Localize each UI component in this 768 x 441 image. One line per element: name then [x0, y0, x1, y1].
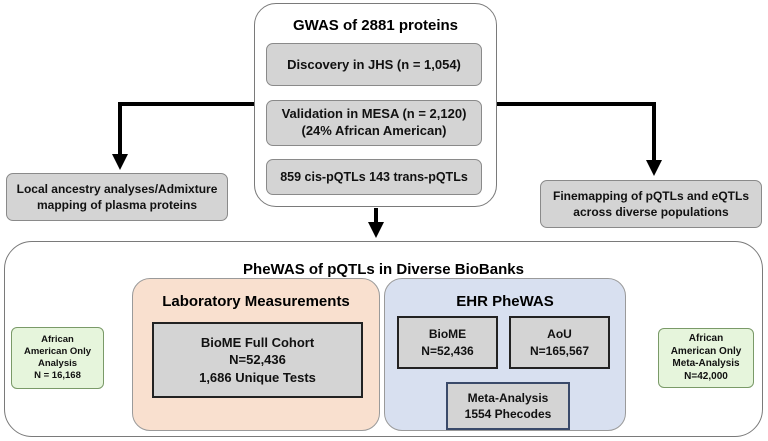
discovery-box: Discovery in JHS (n = 1,054)	[266, 43, 482, 86]
aa-analysis-line1: African	[41, 334, 74, 346]
validation-box: Validation in MESA (n = 2,120) (24% Afri…	[266, 100, 482, 146]
lab-line3: 1,686 Unique Tests	[199, 369, 316, 385]
gwas-title: GWAS of 2881 proteins	[292, 16, 459, 34]
meta-analysis-box: Meta-Analysis 1554 Phecodes	[446, 382, 570, 430]
biome-box: BioME N=52,436	[397, 316, 498, 369]
local-ancestry-line2: mapping of plasma proteins	[36, 198, 198, 212]
aa-analysis-line3: Analysis	[37, 358, 78, 369]
meta-line1: Meta-Analysis	[467, 390, 549, 405]
lab-line1: BioME Full Cohort	[200, 334, 315, 350]
biome-line1: BioME	[428, 327, 467, 342]
finemapping-line2: across diverse populations	[573, 205, 729, 219]
local-ancestry-line1: Local ancestry analyses/Admixture	[16, 181, 218, 196]
aa-only-analysis-box: African American Only Analysis N = 16,16…	[11, 327, 104, 389]
finemapping-line1: Finemapping of pQTLs and eQTLs	[552, 188, 749, 203]
biome-full-cohort-box: BioME Full Cohort N=52,436 1,686 Unique …	[152, 322, 363, 398]
biome-line2: N=52,436	[421, 343, 474, 358]
validation-line1: Validation in MESA (n = 2,120)	[281, 106, 467, 122]
aou-line1: AoU	[547, 327, 572, 342]
aa-meta-line2: American Only	[670, 345, 742, 357]
aa-only-meta-box: African American Only Meta-Analysis N=42…	[658, 328, 754, 388]
lab-title: Laboratory Measurements	[162, 292, 350, 310]
meta-line2: 1554 Phecodes	[464, 407, 552, 421]
pqtls-box: 859 cis-pQTLs 143 trans-pQTLs	[266, 159, 482, 195]
aa-meta-line3: Meta-Analysis	[672, 358, 740, 369]
local-ancestry-box: Local ancestry analyses/Admixture mappin…	[6, 173, 228, 221]
aa-meta-line4: N=42,000	[684, 370, 728, 382]
aou-box: AoU N=165,567	[509, 316, 610, 369]
phewas-panel: PheWAS of pQTLs in Diverse BioBanks	[4, 241, 763, 437]
finemapping-box: Finemapping of pQTLs and eQTLs across di…	[540, 180, 762, 228]
arrow-to-local-ancestry	[112, 102, 254, 170]
aou-line2: N=165,567	[529, 343, 590, 358]
aa-meta-line1: African	[688, 333, 724, 344]
validation-line2: (24% African American)	[301, 123, 447, 138]
ehr-title: EHR PheWAS	[456, 292, 554, 310]
arrow-to-finemapping	[495, 102, 662, 176]
phewas-title: PheWAS of pQTLs in Diverse BioBanks	[243, 260, 524, 278]
aa-analysis-line4: N = 16,168	[34, 369, 81, 381]
lab-line2: N=52,436	[229, 352, 286, 368]
aa-analysis-line2: American Only	[23, 346, 92, 358]
